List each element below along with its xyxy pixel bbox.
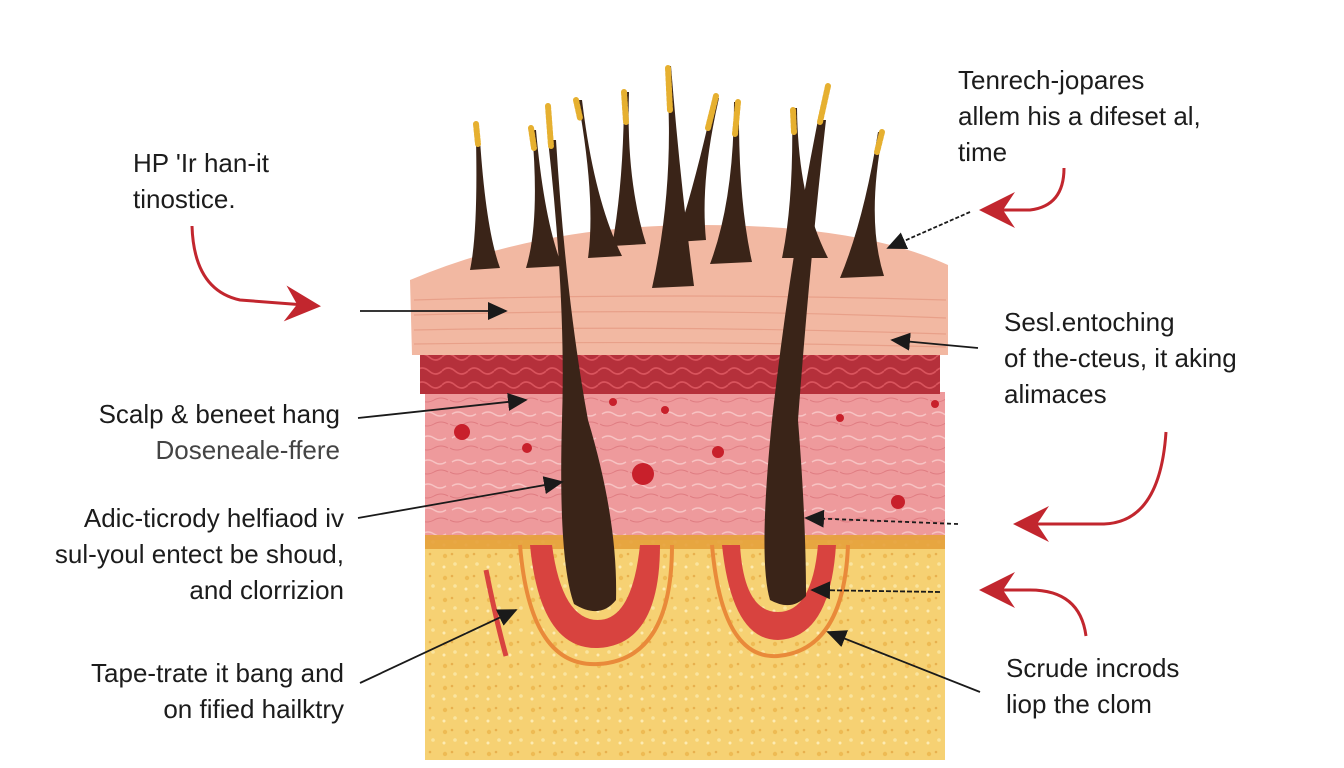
fat-layer — [425, 540, 945, 760]
dermis-layer — [425, 392, 945, 540]
label-top-right: Tenrech-jopares allem his a difeset al, … — [958, 65, 1201, 167]
dermis-fat-boundary — [425, 535, 945, 549]
label-scalp: Scalp & beneet hang Doseneale-ffere — [98, 399, 340, 465]
hair-strands — [470, 66, 884, 288]
hair-tips — [473, 65, 885, 155]
follicle-right — [722, 545, 836, 640]
label-scrude: Scrude incrods liop the clom — [1006, 653, 1180, 719]
follicle-right-halo — [710, 544, 850, 659]
epidermis-lines — [413, 295, 947, 348]
label-tape: Tape-trate it bang and on fified hailktr… — [91, 658, 344, 724]
label-adic: Adic-ticrody helfiaod iv sul-youl entect… — [54, 503, 344, 605]
follicle-left-halo — [518, 544, 674, 667]
hair-shaft-long-left — [548, 140, 617, 612]
red-curved-arrows — [190, 167, 1168, 637]
follicle-left — [530, 545, 660, 649]
dermis-spots — [454, 398, 939, 509]
dermis-band — [420, 352, 940, 394]
pointer-arrows — [357, 211, 981, 693]
label-mid-right: Sesl.entoching of the-cteus, it aking al… — [1004, 307, 1237, 409]
label-top-left: HP 'Ir han-it tinostice. — [133, 148, 269, 214]
